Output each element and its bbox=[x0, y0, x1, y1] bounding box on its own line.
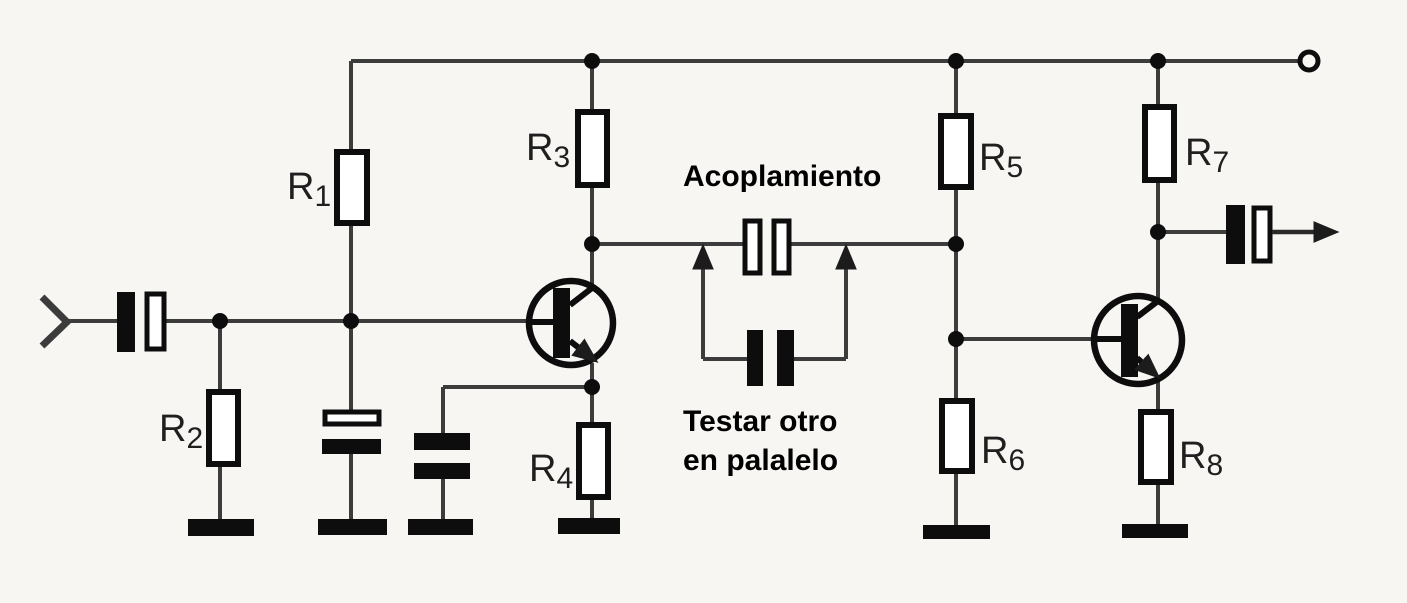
junction-dot bbox=[948, 331, 964, 347]
resistor-label-r2: R2 bbox=[159, 408, 203, 455]
test-annotation-line2: en palalelo bbox=[683, 444, 838, 477]
junction-dot bbox=[1150, 224, 1166, 240]
coupling-annotation: Acoplamiento bbox=[683, 160, 881, 193]
capacitor-plate-filled bbox=[1226, 205, 1245, 264]
resistor-R5 bbox=[938, 113, 974, 190]
ground-symbols bbox=[188, 518, 1188, 539]
resistor-R6 bbox=[939, 398, 975, 474]
junction-dot bbox=[584, 379, 600, 395]
junction-dot bbox=[584, 236, 600, 252]
output-coupling-capacitor bbox=[1226, 205, 1273, 264]
junction-dot bbox=[948, 236, 964, 252]
bypass-capacitor-2 bbox=[414, 433, 470, 479]
resistor-R3 bbox=[575, 109, 610, 188]
transistor-base-bar bbox=[553, 288, 570, 358]
parallel-test-capacitor bbox=[747, 330, 794, 386]
junction-dot bbox=[212, 313, 228, 329]
resistors bbox=[206, 104, 1177, 500]
capacitor-plate-open bbox=[144, 291, 167, 352]
resistor-label-r6: R6 bbox=[981, 430, 1025, 477]
capacitor-plate-filled bbox=[414, 463, 470, 479]
test-pointer-arrows bbox=[692, 243, 857, 361]
transistor-emitter-arrow bbox=[568, 338, 599, 363]
junction-dot bbox=[343, 313, 359, 329]
transistor-body bbox=[1090, 292, 1186, 388]
transistor-emitter-arrow bbox=[1133, 353, 1161, 379]
resistor-R7 bbox=[1142, 104, 1177, 183]
transistor-collector bbox=[1135, 298, 1160, 320]
capacitor-plate-open bbox=[322, 409, 382, 427]
resistor-label-r1: R1 bbox=[287, 166, 331, 213]
ground-r8 bbox=[1122, 524, 1188, 538]
resistor-label-r4: R4 bbox=[529, 448, 573, 495]
junction-dot bbox=[1150, 53, 1166, 69]
resistor-label-r5: R5 bbox=[979, 137, 1023, 184]
junction-dot bbox=[584, 53, 600, 69]
capacitor-plate-open bbox=[742, 218, 763, 276]
capacitor-plate-filled bbox=[117, 292, 135, 352]
bypass-capacitor-1 bbox=[322, 409, 382, 454]
junction-dot bbox=[948, 53, 964, 69]
ground-r4 bbox=[558, 518, 620, 534]
stage-coupling-capacitor bbox=[742, 218, 792, 276]
capacitor-plate-open bbox=[1251, 205, 1273, 264]
supply-terminal bbox=[1297, 49, 1321, 73]
npn-transistor-2 bbox=[1090, 292, 1186, 388]
input-coupling-capacitor bbox=[117, 291, 167, 352]
signal-input-arrow bbox=[39, 294, 73, 349]
resistor-label-r8: R8 bbox=[1179, 435, 1223, 482]
resistor-R1 bbox=[334, 149, 370, 226]
capacitor-plate-filled bbox=[414, 433, 470, 450]
ground-r6 bbox=[923, 525, 990, 539]
resistor-R4 bbox=[576, 422, 611, 500]
capacitor-plate-filled bbox=[747, 330, 763, 386]
transistor-body bbox=[525, 277, 617, 369]
ground-bypass2 bbox=[408, 519, 473, 535]
ground-bypass1 bbox=[318, 519, 387, 535]
capacitor-plate-open bbox=[771, 218, 792, 276]
transistor-collector bbox=[568, 285, 594, 308]
ground-r2 bbox=[188, 519, 254, 536]
resistor-label-r7: R7 bbox=[1185, 132, 1229, 179]
capacitor-plate-filled bbox=[322, 439, 381, 454]
npn-transistor-1 bbox=[525, 277, 617, 369]
resistor-label-r3: R3 bbox=[526, 127, 570, 174]
transistor-base-bar bbox=[1121, 304, 1138, 377]
test-annotation-line1: Testar otro bbox=[683, 405, 837, 438]
junction-dots bbox=[212, 53, 1166, 395]
resistor-R2 bbox=[206, 389, 241, 467]
resistor-R8 bbox=[1138, 409, 1174, 485]
capacitor-plate-filled bbox=[777, 330, 794, 386]
